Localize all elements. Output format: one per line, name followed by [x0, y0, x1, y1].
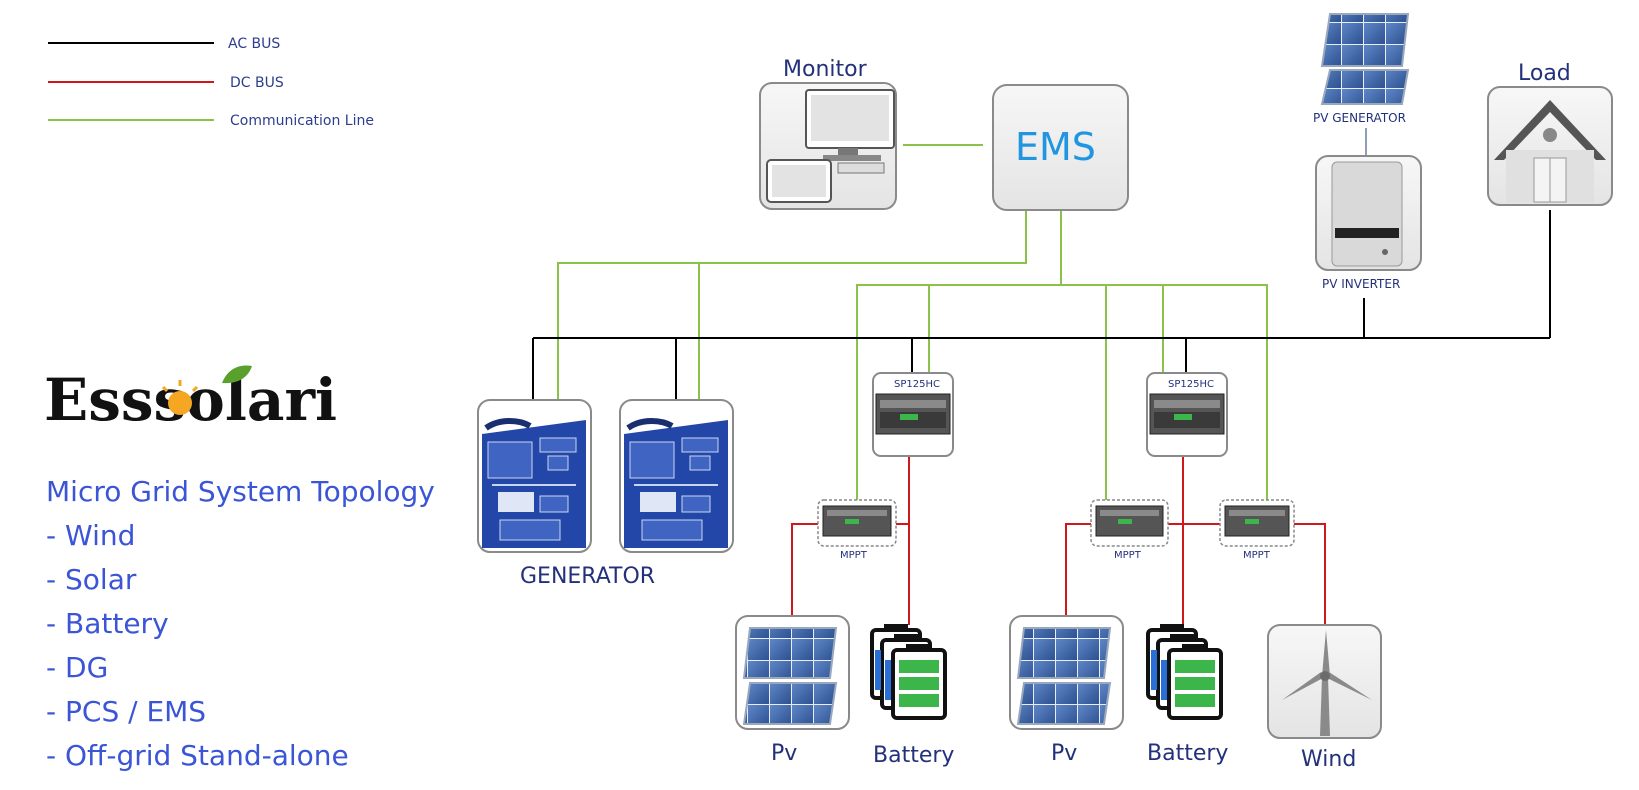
pcs-1: SP125HC — [872, 372, 954, 457]
pv-inverter-label: PV INVERTER — [1322, 277, 1400, 291]
monitor-device: Monitor — [759, 57, 897, 210]
brand-logo: Esssolari — [44, 365, 337, 434]
generator-2 — [619, 399, 734, 553]
communication-lines — [557, 144, 1268, 500]
battery-1: Battery — [870, 624, 954, 768]
topology-item-solar: - Solar — [46, 563, 137, 596]
legend-dc-label: DC BUS — [230, 75, 284, 91]
wind-label: Wind — [1301, 747, 1356, 772]
topology-item-off-grid: - Off-grid Stand-alone — [46, 739, 349, 772]
ems-device: EMS — [992, 84, 1129, 211]
battery-icon — [870, 624, 947, 720]
brand-name: Esssolari — [44, 366, 337, 434]
pv-2-label: Pv — [1051, 741, 1077, 766]
battery-icon — [1146, 624, 1223, 720]
pcs-2-label: SP125HC — [1168, 379, 1214, 390]
mppt-1: MPPT — [817, 499, 897, 561]
mppt-2: MPPT — [1090, 499, 1169, 561]
monitor-icon — [766, 89, 895, 203]
legend-ac-label: AC BUS — [228, 36, 280, 52]
rack-unit-icon — [1149, 393, 1225, 435]
house-icon — [1494, 100, 1606, 203]
generator-icon — [482, 418, 586, 548]
pv-generator-device: PV GENERATOR — [1313, 13, 1410, 156]
ems-label: EMS — [1015, 125, 1096, 169]
sun-icon — [168, 391, 192, 415]
dc-bus — [791, 456, 1326, 625]
wind-turbine-icon — [1282, 630, 1372, 736]
monitor-label: Monitor — [783, 57, 868, 82]
pv-array-1: Pv — [735, 615, 850, 766]
topology-item-dg: - DG — [46, 651, 109, 684]
mppt-3-label: MPPT — [1243, 550, 1271, 561]
load-device: Load — [1487, 61, 1613, 206]
pv-inverter-device: PV INVERTER — [1315, 155, 1422, 291]
ac-bus — [532, 210, 1551, 400]
wind-turbine: Wind — [1267, 624, 1382, 772]
solar-panel-icon — [1320, 13, 1410, 105]
generator-label: GENERATOR — [520, 564, 655, 589]
battery-2: Battery — [1146, 624, 1228, 766]
pcs-2: SP125HC — [1146, 372, 1228, 457]
solar-panel-icon — [1016, 627, 1112, 725]
pv-1-label: Pv — [771, 741, 797, 766]
mppt-3: MPPT — [1219, 499, 1295, 561]
rack-unit-icon — [875, 393, 951, 435]
legend-comm-label: Communication Line — [230, 113, 374, 129]
topology-list: Micro Grid System Topology - Wind - Sola… — [46, 470, 435, 778]
pcs-1-label: SP125HC — [894, 379, 940, 390]
solar-panel-icon — [742, 627, 838, 725]
generator-icon — [624, 418, 728, 548]
mppt-2-label: MPPT — [1114, 550, 1142, 561]
mppt-1-label: MPPT — [840, 550, 868, 561]
topology-title: Micro Grid System Topology — [46, 475, 435, 508]
topology-item-pcs-ems: - PCS / EMS — [46, 695, 207, 728]
leaf-icon — [222, 365, 252, 384]
battery-2-label: Battery — [1147, 741, 1228, 766]
generator-1 — [477, 399, 592, 553]
pv-array-2: Pv — [1009, 615, 1124, 766]
topology-item-wind: - Wind — [46, 519, 136, 552]
load-label: Load — [1518, 61, 1571, 86]
inverter-icon — [1331, 161, 1403, 267]
legend: AC BUS DC BUS Communication Line — [48, 36, 374, 129]
pv-generator-label: PV GENERATOR — [1313, 111, 1406, 125]
battery-1-label: Battery — [873, 743, 954, 768]
topology-item-battery: - Battery — [46, 607, 169, 640]
